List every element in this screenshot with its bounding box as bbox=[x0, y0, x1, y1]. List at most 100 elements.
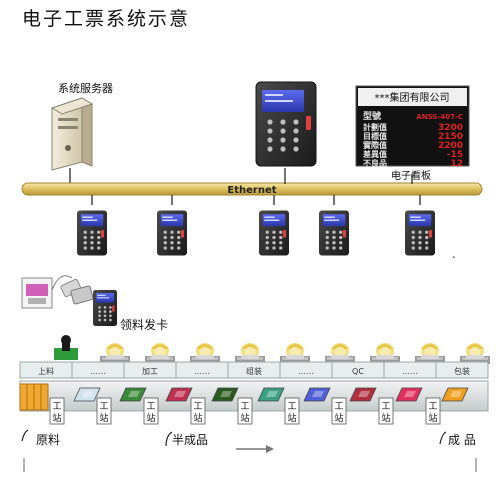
station-char-bottom: 站 bbox=[52, 412, 61, 424]
board-model-value: ANSS-407-C bbox=[416, 113, 463, 121]
server-label: 系统服务器 bbox=[58, 82, 113, 95]
station-terminal bbox=[319, 210, 349, 256]
line-section-label: 加工 bbox=[142, 366, 158, 376]
worker-icon bbox=[325, 343, 355, 364]
line-section-label: 组装 bbox=[246, 366, 262, 376]
main-terminal bbox=[255, 81, 317, 167]
board-row-label: 差異值 bbox=[362, 149, 387, 159]
worker-icon bbox=[370, 343, 400, 364]
semi-arrow-icon bbox=[165, 431, 173, 447]
station-terminal bbox=[157, 210, 187, 256]
worker-icon bbox=[145, 343, 175, 364]
board-row-value: 2150 bbox=[438, 132, 463, 142]
station-char-bottom: 站 bbox=[428, 412, 437, 424]
card-issue-terminal bbox=[93, 290, 117, 326]
work-station: 工站 bbox=[143, 397, 159, 425]
worker-icon bbox=[460, 343, 490, 364]
line-section-label: …… bbox=[298, 367, 314, 376]
station-terminal bbox=[77, 210, 107, 256]
line-section-label: 包装 bbox=[454, 366, 470, 376]
board-row-label: 不良品 bbox=[363, 158, 387, 168]
station-char-bottom: 站 bbox=[193, 412, 202, 424]
product-item bbox=[211, 387, 239, 402]
work-station: 工站 bbox=[284, 397, 300, 425]
card-issue-station bbox=[21, 275, 117, 326]
bottom-labels: 原料 半成品 成 品 bbox=[21, 429, 477, 472]
ethernet-bar: Ethernet bbox=[21, 182, 483, 196]
flow-arrow-icon bbox=[236, 445, 274, 453]
work-station: 工站 bbox=[378, 397, 394, 425]
line-section-label: …… bbox=[402, 367, 418, 376]
work-station: 工站 bbox=[237, 397, 253, 425]
station-char-top: 工 bbox=[146, 402, 155, 412]
raw-arrow-icon bbox=[21, 429, 29, 442]
server-icon bbox=[50, 97, 94, 171]
line-section-label: …… bbox=[194, 367, 210, 376]
line-section-label: 上料 bbox=[38, 366, 54, 376]
ethernet-label: Ethernet bbox=[227, 185, 276, 196]
board-row-label: 目標值 bbox=[363, 131, 387, 141]
finished-arrow-icon bbox=[439, 431, 447, 445]
work-station: 工站 bbox=[96, 397, 112, 425]
work-station: 工站 bbox=[425, 397, 441, 425]
product-item bbox=[257, 387, 285, 402]
board-row-value: 2200 bbox=[438, 141, 463, 151]
station-char-top: 工 bbox=[240, 402, 249, 412]
station-terminal bbox=[405, 210, 435, 256]
electronic-board: ***集团有限公司 型號 ANSS-407-C 計劃值 3200 目標值 2150 實際… bbox=[355, 85, 470, 169]
station-char-bottom: 站 bbox=[381, 412, 390, 424]
product-item bbox=[119, 387, 147, 402]
card-issue-label: 领料发卡 bbox=[120, 318, 169, 332]
work-station: 工站 bbox=[190, 397, 206, 425]
line-section-label: …… bbox=[90, 367, 106, 376]
station-char-bottom: 站 bbox=[334, 412, 343, 424]
worker-icon bbox=[100, 343, 130, 364]
station-char-top: 工 bbox=[334, 402, 343, 412]
board-row-label: 實際值 bbox=[363, 140, 387, 150]
station-char-bottom: 站 bbox=[99, 412, 108, 424]
station-char-top: 工 bbox=[287, 402, 296, 412]
board-row-value: -15 bbox=[447, 150, 463, 160]
board-model-label: 型號 bbox=[363, 110, 381, 122]
raw-material-grid bbox=[26, 384, 42, 410]
station-char-bottom: 站 bbox=[287, 412, 296, 424]
product-item bbox=[349, 387, 377, 402]
board-row-label: 計劃值 bbox=[363, 122, 387, 132]
work-station: 工站 bbox=[331, 397, 347, 425]
station-char-top: 工 bbox=[52, 402, 61, 412]
printer-icon bbox=[21, 277, 53, 309]
board-row-value: 12 bbox=[450, 159, 463, 169]
raw-material-label: 原料 bbox=[36, 433, 60, 447]
product-item bbox=[165, 387, 193, 402]
section-rail bbox=[19, 361, 489, 379]
station-terminal bbox=[259, 210, 289, 256]
work-station: 工站 bbox=[49, 397, 65, 425]
diagram-title: 电子工票系统示意 bbox=[22, 8, 191, 30]
worker-icon bbox=[190, 343, 220, 364]
product-item bbox=[73, 387, 101, 402]
semi-finished-label: 半成品 bbox=[172, 433, 208, 447]
worker-icon bbox=[415, 343, 445, 364]
worker-icon bbox=[280, 343, 310, 364]
line-section-label: QC bbox=[352, 367, 364, 376]
board-row-value: 3200 bbox=[438, 123, 463, 133]
dot-marker: . bbox=[452, 247, 456, 261]
finished-label: 成 品 bbox=[448, 433, 476, 447]
board-header: ***集团有限公司 bbox=[375, 91, 450, 104]
product-item bbox=[441, 387, 469, 402]
board-caption: 电子看板 bbox=[391, 169, 431, 182]
station-terminals bbox=[77, 195, 435, 256]
product-item bbox=[395, 387, 423, 402]
station-char-bottom: 站 bbox=[146, 412, 155, 424]
station-char-top: 工 bbox=[381, 402, 390, 412]
station-char-bottom: 站 bbox=[240, 412, 249, 424]
worker-icon bbox=[235, 343, 265, 364]
station-char-top: 工 bbox=[428, 402, 437, 412]
operator-icon bbox=[54, 335, 78, 360]
station-char-top: 工 bbox=[193, 402, 202, 412]
card-reader-icon bbox=[51, 275, 94, 305]
station-char-top: 工 bbox=[99, 402, 108, 412]
product-item bbox=[303, 387, 331, 402]
